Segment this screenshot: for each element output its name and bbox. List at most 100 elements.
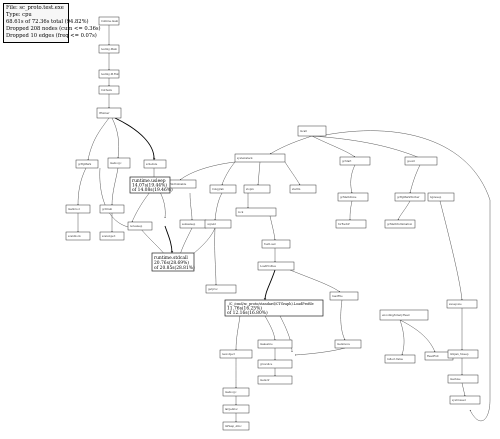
call-edge	[111, 167, 119, 206]
svg-text:bgsweep: bgsweep	[430, 196, 442, 199]
node-stdcall-cum: of 20.85s(28.81%)	[154, 266, 195, 271]
call-edge	[279, 315, 293, 353]
graph-node[interactable]: scanobject	[99, 231, 125, 241]
node-layer: runtime.main testing.Main testing.M.Run …	[65, 16, 481, 431]
legend-file: File: sc_proto.test.exe	[6, 5, 64, 11]
svg-text:findrunnable: findrunnable	[170, 183, 187, 186]
call-edge	[311, 135, 421, 159]
svg-text:mSpan_Sweep: mSpan_Sweep	[450, 353, 469, 356]
graph-node[interactable]: gcMarkDone	[337, 192, 369, 202]
call-edge	[159, 191, 166, 219]
graph-node[interactable]: readFile	[329, 291, 359, 301]
svg-text:getproc: getproc	[208, 288, 218, 291]
svg-text:encoding/binary.Read: encoding/binary.Read	[382, 314, 410, 317]
graph-node[interactable]: getproc	[205, 284, 237, 294]
legend-total: 68.61s of 72.36s total (94.82%)	[6, 19, 89, 25]
node-usleep-cum: of 14.08s(19.46%)	[132, 188, 173, 193]
call-edge	[179, 227, 193, 256]
graph-node[interactable]: mHeap_Alloc	[222, 421, 250, 431]
graph-node[interactable]: testing.M.Run	[98, 69, 119, 79]
call-edge	[214, 227, 217, 286]
graph-node[interactable]: gcDrain	[99, 204, 125, 214]
graph-node[interactable]: sysUnused	[449, 395, 481, 405]
profile-legend: File: sc_proto.test.exe Type: cpu 68.61s…	[3, 3, 101, 43]
graph-node[interactable]: gcStart	[339, 156, 371, 166]
graph-node[interactable]: gcBgMarkWorker	[394, 192, 426, 202]
graph-node[interactable]: schedule	[143, 159, 167, 169]
graph-node[interactable]: mallocgc	[107, 157, 131, 169]
node-stdcall-name: runtime.stdcall	[154, 256, 188, 261]
svg-text:scanblock: scanblock	[68, 235, 81, 238]
call-edge	[349, 200, 353, 221]
node-runtime-stdcall[interactable]: runtime.stdcall 20.76s(28.69%) of 20.85s…	[151, 252, 195, 272]
graph-node[interactable]: notesleep	[127, 221, 153, 231]
call-edge	[114, 117, 156, 161]
graph-node[interactable]: tRunner	[96, 107, 122, 119]
svg-text:goexit: goexit	[407, 160, 415, 163]
graph-node[interactable]: largeAlloc	[222, 404, 250, 414]
svg-text:memmove: memmove	[337, 343, 351, 346]
graph-node[interactable]: bgsweep	[427, 192, 455, 202]
node-loadprofile[interactable]: _/C_/cmd/sc_proto/standard/CTGraph).Load…	[224, 299, 324, 317]
svg-text:testing.M.Run: testing.M.Run	[101, 73, 119, 76]
svg-text:ReadFull: ReadFull	[427, 355, 439, 358]
svg-text:testing.Main: testing.Main	[101, 48, 117, 51]
graph-node[interactable]: makeslice	[257, 339, 293, 349]
graph-node[interactable]: gcMarkTermination	[384, 219, 416, 229]
graph-node[interactable]: mSpan_Sweep	[447, 349, 479, 359]
graph-node[interactable]: gcBgMark	[75, 159, 99, 169]
graph-node[interactable]: LoadProfiles	[257, 261, 295, 271]
svg-text:scanobject: scanobject	[102, 235, 116, 238]
call-edge	[139, 227, 166, 256]
graph-node[interactable]: sweepone	[446, 299, 478, 309]
graph-node[interactable]: findrunnable	[167, 179, 197, 189]
svg-text:runtime.main: runtime.main	[101, 20, 119, 23]
call-edge	[409, 164, 421, 194]
svg-text:mHeap_Alloc: mHeap_Alloc	[225, 425, 242, 428]
node-runtime-usleep[interactable]: runtime.usleep 14.07s(19.44%) of 14.08s(…	[129, 176, 173, 194]
svg-text:gcDrain: gcDrain	[102, 208, 112, 211]
graph-node[interactable]: runtime.main	[98, 16, 120, 26]
node-usleep-flat: 14.07s(19.44%)	[132, 184, 167, 189]
graph-node[interactable]: memmove	[334, 339, 362, 349]
graph-node[interactable]: stopm	[243, 184, 271, 194]
graph-node[interactable]: scanblock	[65, 231, 91, 241]
svg-text:runTests: runTests	[101, 89, 113, 92]
graph-node[interactable]: markroot	[65, 204, 91, 214]
graph-node[interactable]: runTests	[98, 85, 120, 95]
graph-node[interactable]: madvise	[447, 374, 479, 384]
call-edge	[164, 225, 174, 254]
graph-node[interactable]: encoding/binary.Read	[379, 309, 429, 321]
graph-node[interactable]: lock	[235, 207, 277, 217]
svg-text:gcBgMarkWorker: gcBgMarkWorker	[397, 196, 420, 199]
svg-text:memclr: memclr	[260, 379, 270, 382]
call-edge	[399, 319, 405, 356]
svg-text:stopm: stopm	[246, 188, 254, 191]
call-edge	[264, 315, 276, 341]
graph-node[interactable]: newobject	[219, 349, 253, 359]
graph-node[interactable]: mallocgc	[222, 387, 250, 397]
svg-text:lock: lock	[238, 211, 244, 214]
graph-node[interactable]: semasleep	[179, 219, 207, 229]
svg-text:reflect.Value: reflect.Value	[387, 358, 403, 361]
call-edge	[189, 192, 193, 221]
graph-node[interactable]: osyield	[204, 219, 232, 229]
graph-node[interactable]: reflect.Value	[384, 354, 416, 364]
call-edge	[131, 191, 151, 223]
graph-node[interactable]: growslice	[257, 359, 293, 369]
graph-node[interactable]: testing.Main	[98, 44, 120, 54]
svg-text:makeslice: makeslice	[260, 343, 273, 346]
graph-node[interactable]: systemstack	[234, 153, 286, 163]
graph-node[interactable]: startm	[289, 184, 317, 194]
graph-node[interactable]: runqgrab	[209, 184, 237, 194]
call-edge	[439, 200, 463, 301]
svg-text:mallocgc: mallocgc	[110, 162, 122, 165]
graph-node[interactable]: memclr	[257, 375, 293, 385]
graph-node[interactable]: mcall	[297, 125, 327, 137]
svg-text:gcStart: gcStart	[342, 160, 351, 163]
graph-node[interactable]: TestLoad	[261, 239, 291, 249]
svg-text:newobject: newobject	[222, 353, 235, 356]
graph-node[interactable]: forEachP	[335, 219, 367, 229]
graph-node[interactable]: goexit	[404, 156, 438, 166]
